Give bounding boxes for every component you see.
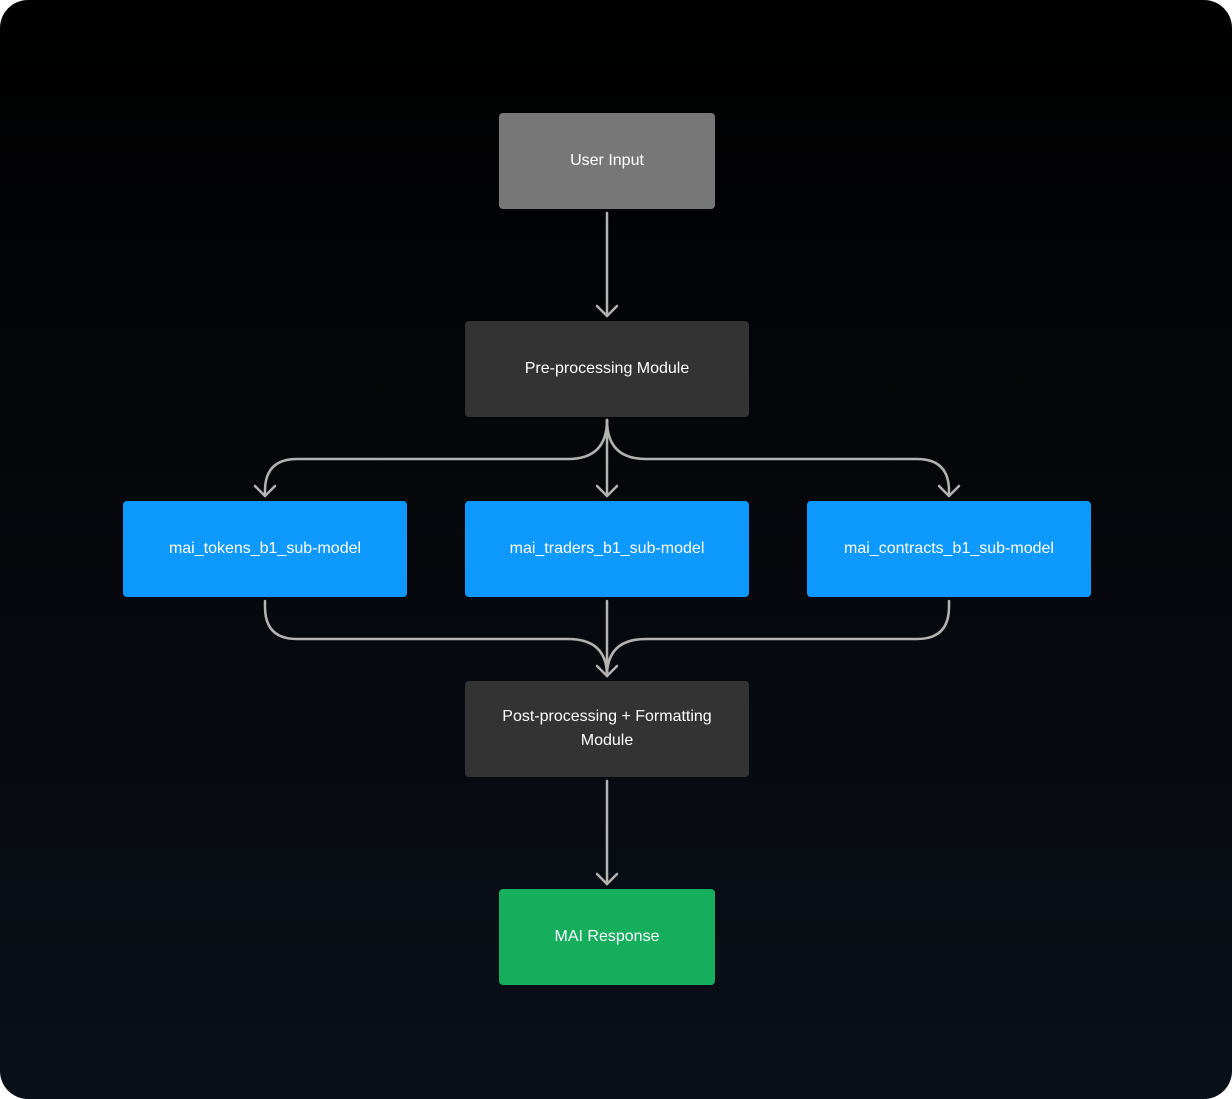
arrowhead-icon (595, 484, 619, 498)
node-label: Post-processing + Formatting Module (502, 708, 712, 749)
edge-tokens-to-postprocessing (263, 599, 609, 678)
node-preprocessing-module: Pre-processing Module (465, 321, 749, 417)
node-contracts-sub-model: mai_contracts_b1_sub-model (807, 501, 1091, 597)
arrowhead-icon (595, 664, 619, 678)
arrowhead-icon (937, 484, 961, 498)
node-label: User Input (570, 152, 644, 169)
arrowhead-icon (253, 484, 277, 498)
node-mai-response: MAI Response (499, 889, 715, 985)
node-postprocessing-module: Post-processing + Formatting Module (465, 681, 749, 777)
node-label: mai_tokens_b1_sub-model (168, 540, 362, 557)
edge-contracts-to-postprocessing (605, 599, 951, 678)
edge-preprocessing-to-tokens (263, 418, 609, 498)
edge-preprocessing-to-contracts (605, 418, 951, 498)
node-label: mai_contracts_b1_sub-model (844, 540, 1054, 557)
node-label: mai_traders_b1_sub-model (509, 540, 705, 557)
node-user-input: User Input (499, 113, 715, 209)
node-tokens-sub-model: mai_tokens_b1_sub-model (123, 501, 407, 597)
node-traders-sub-model: mai_traders_b1_sub-model (465, 501, 749, 597)
node-label: MAI Response (554, 928, 660, 945)
node-label: Pre-processing Module (524, 360, 690, 377)
arrowhead-icon (595, 304, 619, 318)
arrowhead-icon (595, 872, 619, 886)
